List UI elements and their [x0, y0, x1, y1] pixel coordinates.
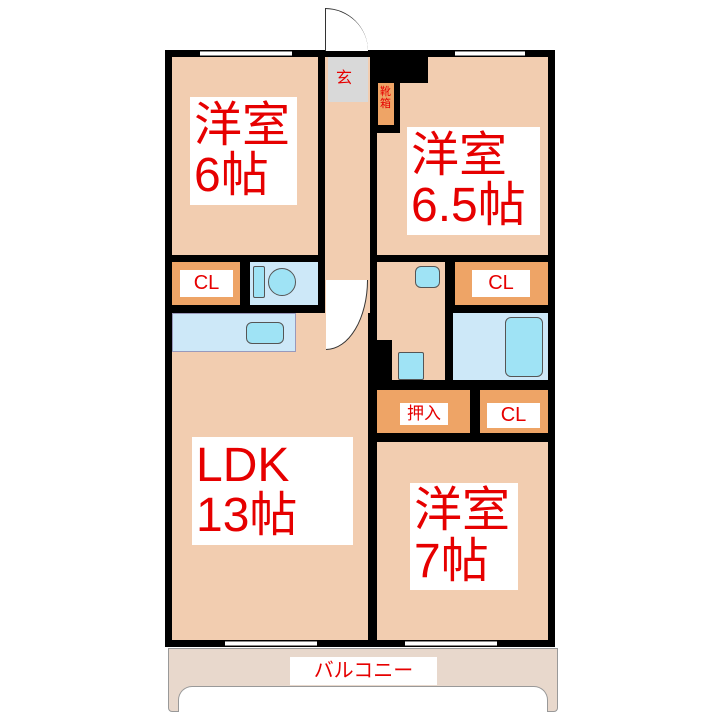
room-western-7-label: 洋室 7帖 — [410, 483, 518, 590]
bathtub-icon — [505, 317, 543, 377]
washer-icon — [398, 352, 424, 380]
room-size: 13帖 — [196, 489, 298, 542]
closet-left-label: CL — [180, 270, 233, 297]
room-name: LDK — [196, 438, 290, 492]
room-name: 洋室 — [411, 128, 508, 182]
toilet-icon — [268, 268, 296, 296]
washbasin-icon — [415, 266, 440, 288]
sink-icon — [246, 322, 284, 344]
wall-block — [370, 340, 392, 385]
closet-right-label: CL — [472, 270, 530, 297]
room-western-6-label: 洋室 6帖 — [190, 97, 297, 205]
toilet-tank-icon — [253, 266, 265, 298]
oshiire-label: 押入 — [400, 403, 448, 425]
entrance-label: 玄 — [336, 70, 353, 87]
room-ldk-label: LDK 13帖 — [192, 437, 353, 545]
wall-block — [370, 50, 428, 83]
balcony-inner — [178, 686, 548, 712]
window — [405, 641, 497, 646]
room-name: 洋室 — [194, 98, 291, 152]
shoe-box — [378, 83, 394, 125]
window — [225, 641, 317, 646]
balcony-label: バルコニー — [290, 657, 437, 685]
entrance-door[interactable] — [325, 8, 368, 51]
room-size: 6帖 — [194, 149, 269, 202]
closet-lower-label: CL — [487, 403, 540, 428]
room-name: 洋室 — [414, 484, 511, 538]
window — [200, 51, 292, 56]
window — [455, 51, 525, 56]
entrance — [328, 57, 368, 102]
shoe-box-label: 靴箱 — [380, 86, 391, 111]
room-western-6-5-label: 洋室 6.5帖 — [407, 127, 540, 235]
room-size: 7帖 — [414, 534, 489, 588]
room-size: 6.5帖 — [411, 179, 526, 232]
